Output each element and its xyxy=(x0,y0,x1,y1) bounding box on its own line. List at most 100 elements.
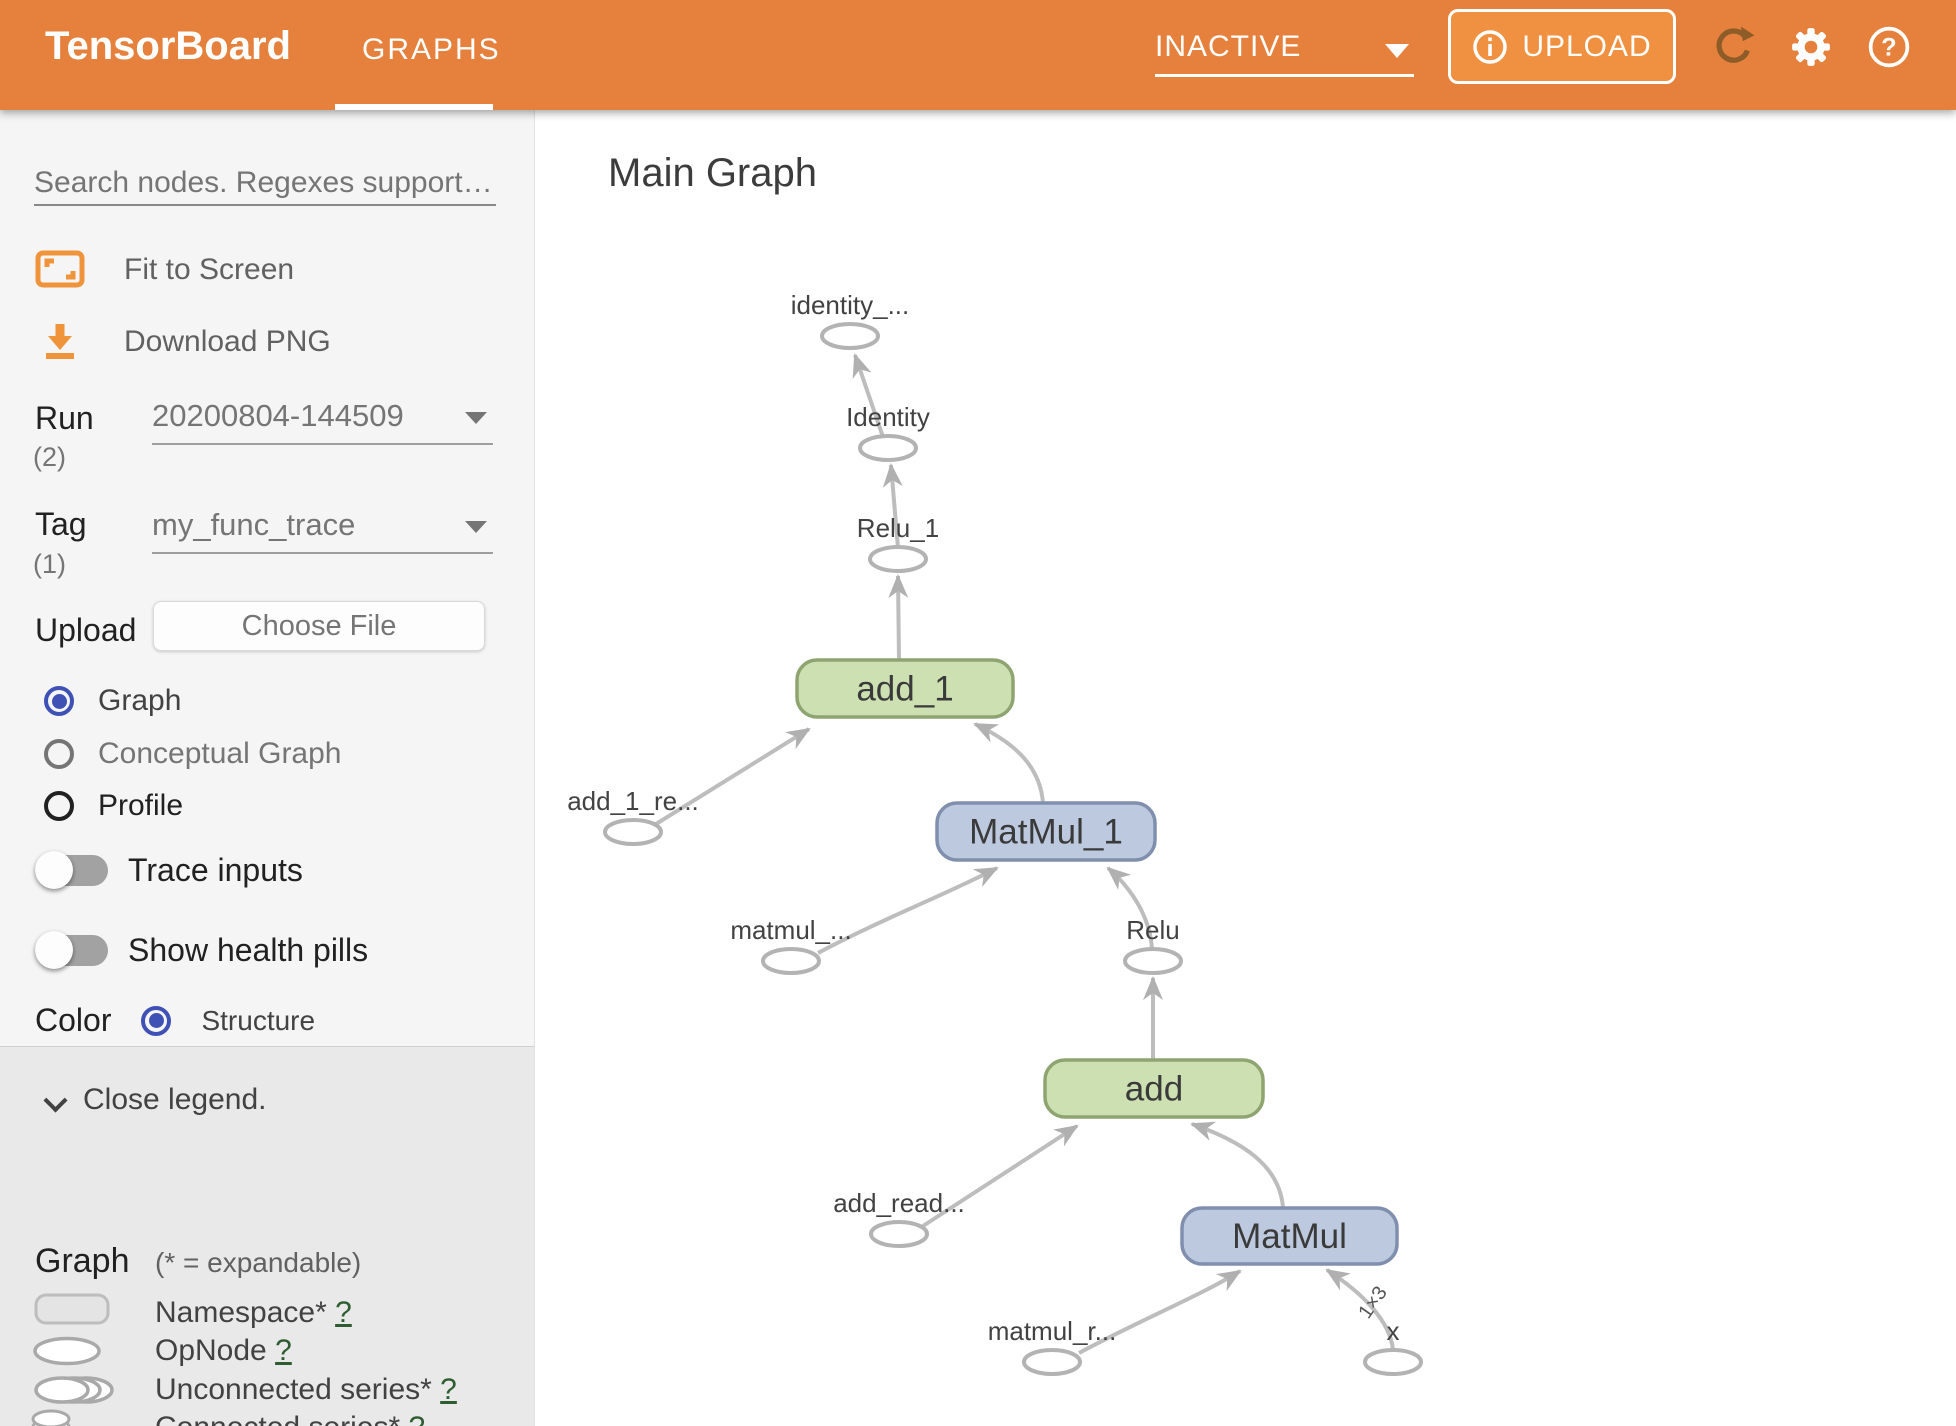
fit-to-screen-icon xyxy=(35,250,85,288)
legend-item-label: Connected series* xyxy=(155,1411,400,1426)
run-label: Run xyxy=(35,400,94,436)
radio-graph[interactable]: Graph xyxy=(44,684,181,718)
graph-edge-MatMul_1-to-add_1 xyxy=(973,722,1045,804)
graph-node-add[interactable] xyxy=(1043,1058,1265,1119)
connected-series-swatch-icon xyxy=(31,1409,71,1426)
graph-node-x[interactable] xyxy=(1363,1348,1423,1376)
graph-edge-add_1_re-to-add_1 xyxy=(654,727,811,826)
close-legend-button[interactable]: Close legend. xyxy=(45,1083,266,1117)
tag-dropdown[interactable]: my_func_trace xyxy=(152,507,493,553)
tag-label: Tag xyxy=(35,506,87,542)
status-dropdown-value: INACTIVE xyxy=(1155,30,1302,63)
status-dropdown[interactable]: INACTIVE xyxy=(1155,30,1415,76)
tag-dropdown-underline xyxy=(152,552,493,554)
legend-item-label: Namespace* xyxy=(155,1296,327,1329)
radio-graph-label: Graph xyxy=(98,684,182,717)
unconnected-series-swatch-icon xyxy=(34,1376,114,1404)
show-health-pills-row: Show health pills xyxy=(35,931,369,969)
graph-edge-matmul_r-to-MatMul xyxy=(1078,1269,1242,1355)
show-health-pills-label: Show health pills xyxy=(128,932,369,968)
radio-conceptual-graph-label: Conceptual Graph xyxy=(98,737,342,770)
help-link[interactable]: ? xyxy=(275,1334,292,1367)
run-dropdown[interactable]: 20200804-144509 xyxy=(152,398,493,444)
graph-node-matmul_r[interactable] xyxy=(1022,1348,1082,1376)
header-bar: TensorBoard GRAPHS INACTIVE UPLOAD xyxy=(0,0,1956,110)
graph-edge-matmul_dots-to-MatMul_1 xyxy=(817,866,999,955)
upload-button-label: UPLOAD xyxy=(1522,29,1652,63)
radio-selected-icon xyxy=(44,686,74,716)
help-link[interactable]: ? xyxy=(409,1411,426,1426)
choose-file-button[interactable]: Choose File xyxy=(153,601,485,651)
graph-node-label: x xyxy=(1387,1316,1400,1346)
show-health-pills-toggle[interactable] xyxy=(35,931,108,969)
graph-node-Relu[interactable] xyxy=(1123,947,1183,975)
graph-node-Identity[interactable] xyxy=(858,434,918,462)
tab-graphs[interactable]: GRAPHS xyxy=(362,33,501,66)
graph-node-label: matmul_... xyxy=(730,915,851,945)
chevron-down-icon xyxy=(45,1090,65,1110)
radio-profile[interactable]: Profile xyxy=(44,789,183,823)
graph-edge-x-to-MatMul xyxy=(1325,1268,1395,1351)
color-structure-label: Structure xyxy=(201,1004,316,1036)
page-title: Main Graph xyxy=(608,151,817,195)
sidebar: Fit to Screen Download PNG Run (2) 20200… xyxy=(0,110,535,1426)
trace-inputs-toggle[interactable] xyxy=(35,851,108,889)
legend-panel: Close legend. Graph (* = expandable) Nam… xyxy=(0,1046,534,1426)
graph-node-add_1_re[interactable] xyxy=(603,818,663,846)
color-row: Color Structure xyxy=(35,1002,315,1039)
run-dropdown-value: 20200804-144509 xyxy=(152,398,404,433)
graph-node-matmul_dots[interactable] xyxy=(761,947,821,975)
status-dropdown-underline xyxy=(1155,74,1414,77)
graph-node-MatMul_1[interactable] xyxy=(935,801,1157,862)
toggle-knob xyxy=(35,931,73,969)
opnode-swatch-icon xyxy=(33,1336,101,1366)
fit-to-screen-button[interactable]: Fit to Screen xyxy=(35,250,515,290)
radio-unselected-icon xyxy=(44,791,74,821)
graph-edge-add_1-to-Relu_1 xyxy=(888,574,909,661)
upload-file-label: Upload xyxy=(35,612,137,648)
download-icon xyxy=(46,324,74,359)
search-input[interactable] xyxy=(34,162,496,206)
trace-inputs-label: Trace inputs xyxy=(128,852,303,888)
graph-node-Relu_1[interactable] xyxy=(868,545,928,573)
chevron-down-icon xyxy=(465,521,487,533)
refresh-icon[interactable] xyxy=(1713,26,1755,68)
legend-item: Unconnected series* ? xyxy=(155,1373,457,1407)
trace-inputs-row: Trace inputs xyxy=(35,851,303,889)
tab-graphs-underline xyxy=(335,104,493,110)
color-structure-radio[interactable] xyxy=(141,1005,172,1036)
chevron-down-icon xyxy=(1385,44,1409,58)
help-link[interactable]: ? xyxy=(440,1373,457,1406)
help-icon[interactable]: ? xyxy=(1868,26,1910,68)
color-label: Color xyxy=(35,1002,112,1038)
help-link[interactable]: ? xyxy=(335,1296,352,1329)
tag-count: (1) xyxy=(33,549,66,579)
graph-node-label: Relu_1 xyxy=(857,513,939,543)
dataflow-graph[interactable]: 1×3 identity_...IdentityRelu_1add_1add_1… xyxy=(535,110,1956,1426)
upload-button[interactable]: UPLOAD xyxy=(1448,9,1676,84)
legend-item: Namespace* ? xyxy=(155,1296,352,1330)
radio-conceptual-graph[interactable]: Conceptual Graph xyxy=(44,737,342,771)
graph-node-label: add_1 xyxy=(856,670,953,709)
graph-node-MatMul[interactable] xyxy=(1180,1206,1399,1266)
graph-node-label: Identity xyxy=(846,402,930,432)
graph-node-label: matmul_r... xyxy=(988,1316,1117,1346)
legend-item: OpNode ? xyxy=(155,1334,292,1368)
graph-edge-MatMul-to-add xyxy=(1190,1121,1285,1209)
graph-node-identity_dots[interactable] xyxy=(820,322,880,350)
graph-edge-Relu-to-MatMul_1 xyxy=(1106,866,1154,950)
legend-heading: Graph xyxy=(35,1242,130,1280)
run-count: (2) xyxy=(33,442,66,472)
gear-icon[interactable] xyxy=(1790,26,1832,68)
graph-node-label: add_1_re... xyxy=(567,786,699,816)
graph-node-add_read[interactable] xyxy=(869,1220,929,1248)
legend-item: Connected series* ? xyxy=(155,1411,425,1426)
graph-edge-Identity-to-identity_dots xyxy=(852,353,885,438)
chevron-down-icon xyxy=(465,412,487,424)
graph-node-add_1[interactable] xyxy=(795,658,1015,719)
graph-node-label: MatMul_1 xyxy=(969,813,1123,852)
tag-dropdown-value: my_func_trace xyxy=(152,507,356,542)
download-png-button[interactable]: Download PNG xyxy=(38,320,518,362)
svg-text:?: ? xyxy=(1881,33,1896,61)
